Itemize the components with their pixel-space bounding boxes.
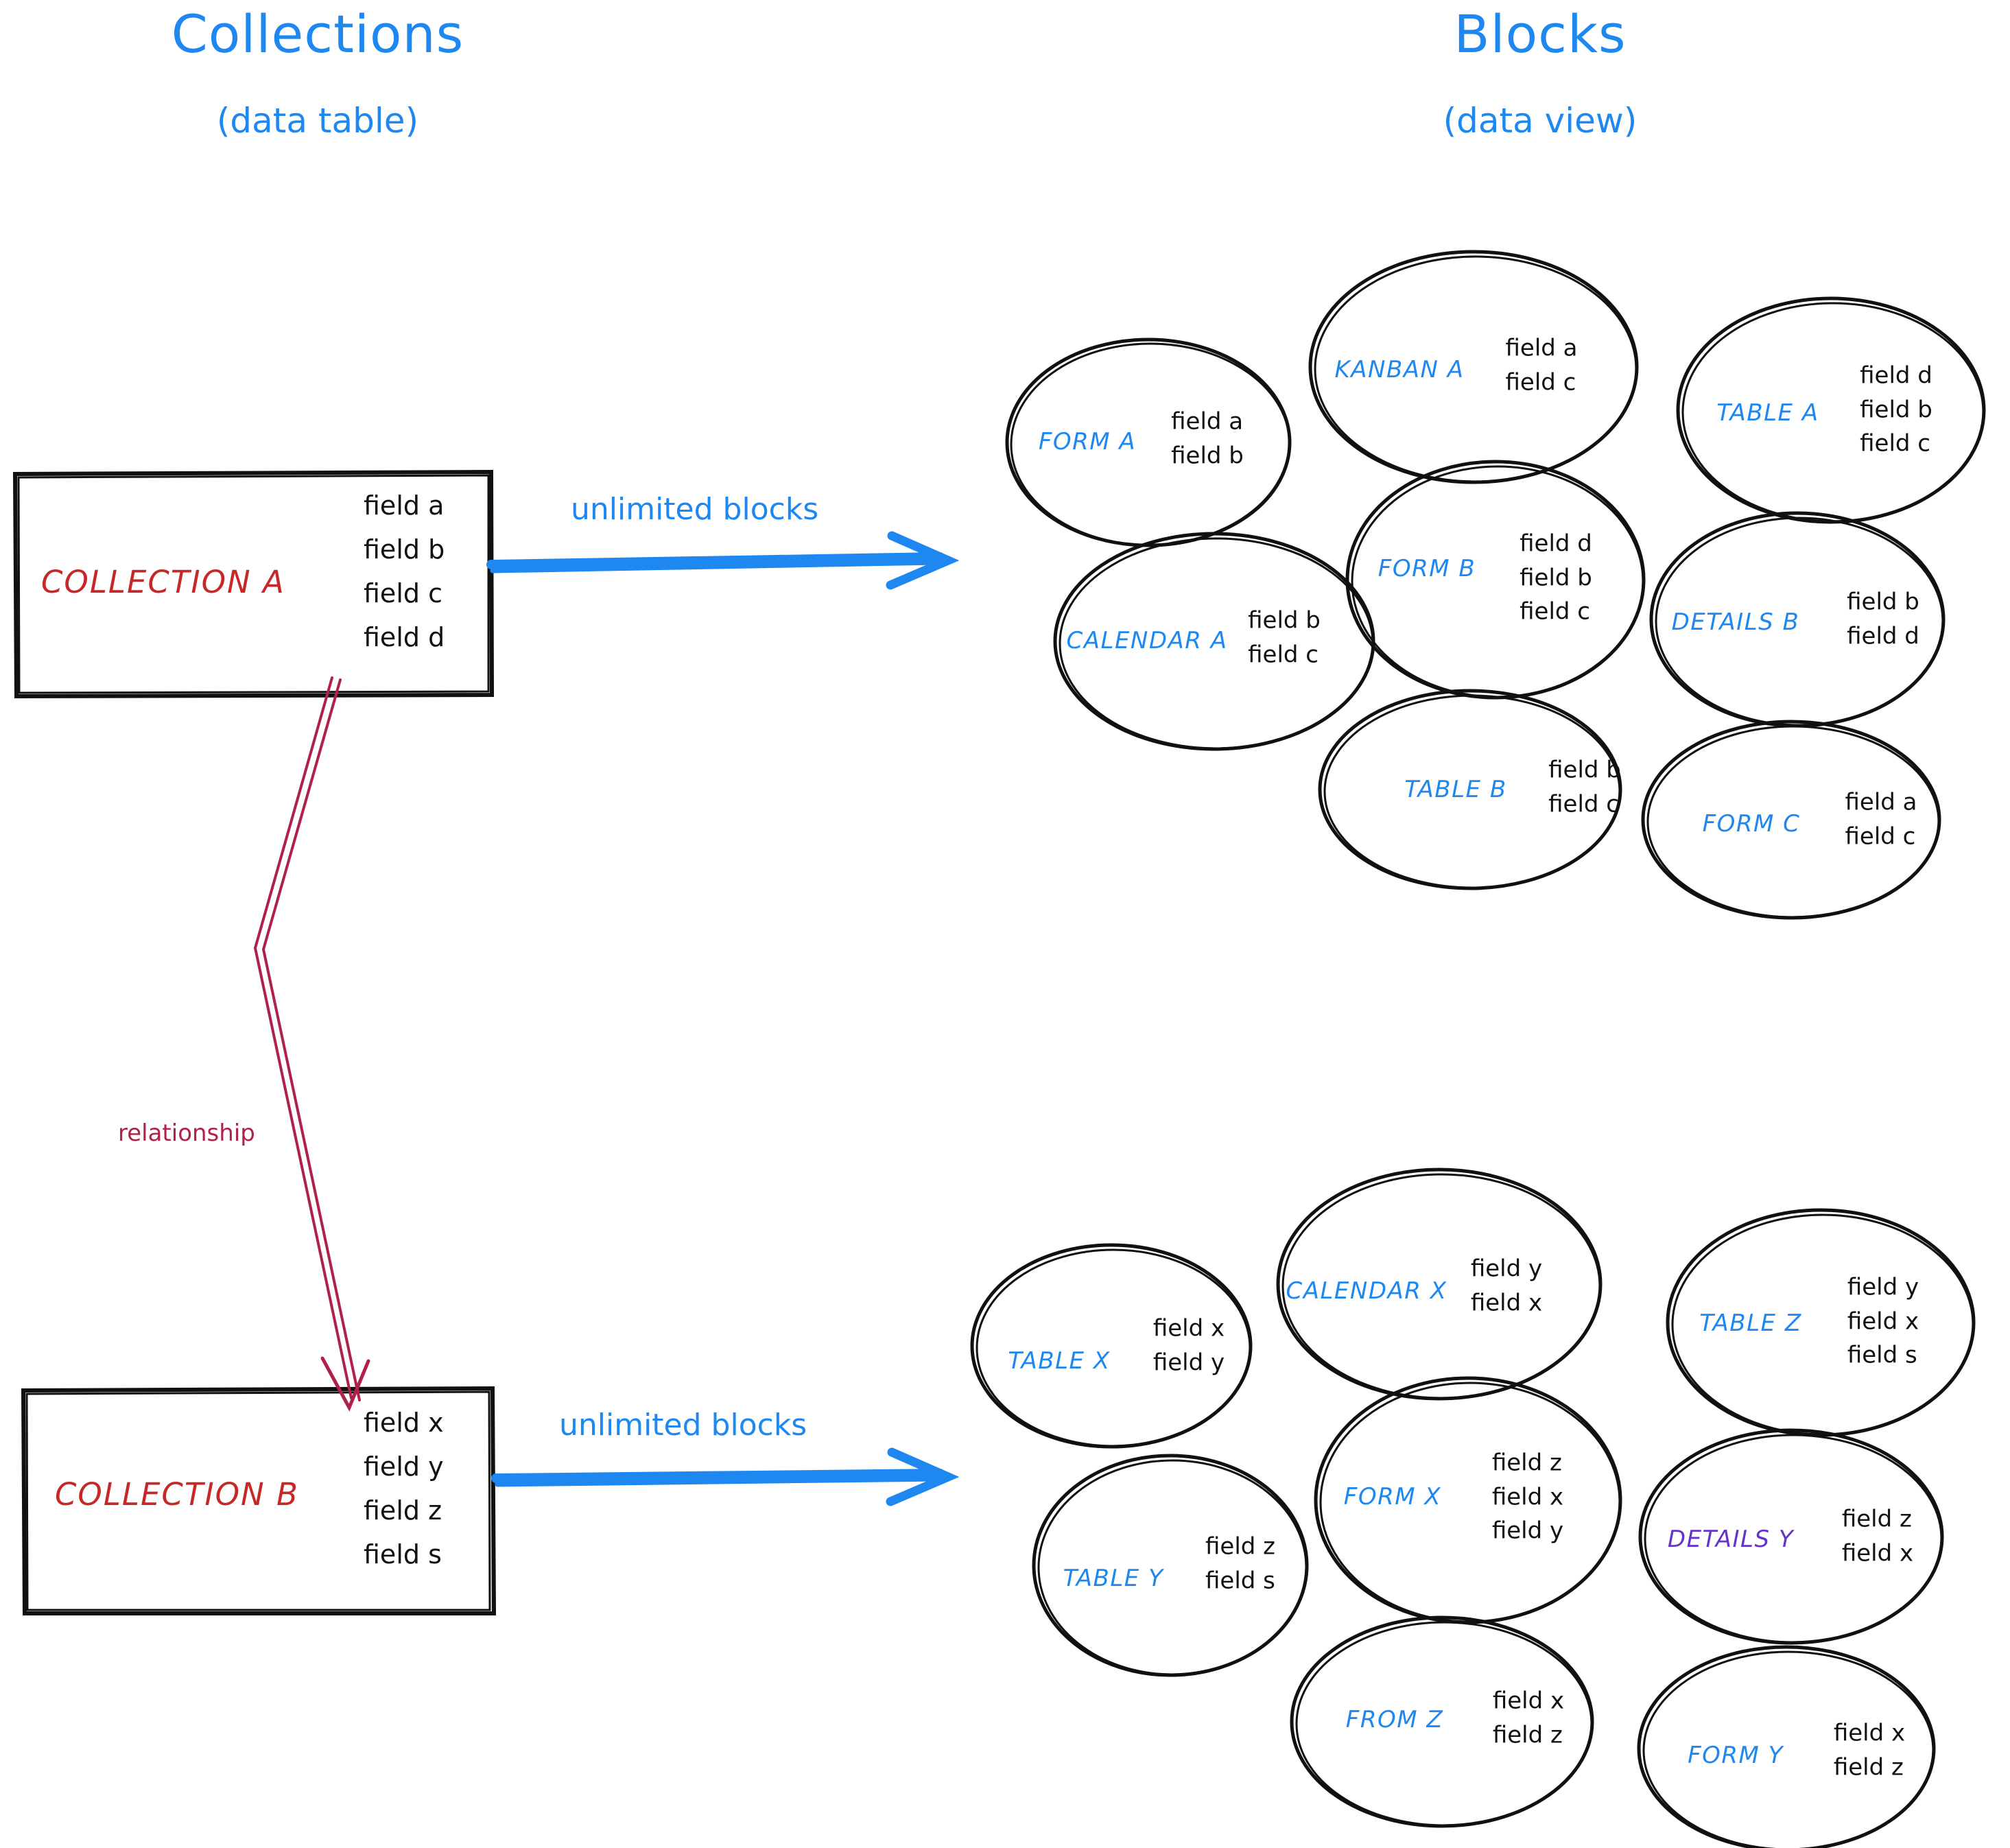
block-fields-form-y: field x field z	[1834, 1721, 1905, 1779]
block-field: field x	[1833, 1719, 1906, 1747]
block-field: field x	[1841, 1539, 1914, 1567]
block-name-from-z[interactable]: FROM Z	[1345, 1706, 1444, 1734]
block-fields-calendar-x: field y field x	[1471, 1257, 1542, 1315]
block-fields-calendar-a: field b field c	[1248, 608, 1321, 667]
block-name-details-y[interactable]: DETAILS Y	[1667, 1526, 1795, 1554]
block-field: field c	[1548, 790, 1619, 818]
block-field: field b	[1520, 564, 1592, 592]
block-name-calendar-x[interactable]: CALENDAR X	[1286, 1277, 1447, 1305]
collection-b-field: field y	[364, 1451, 444, 1482]
block-name-table-z[interactable]: TABLE Z	[1699, 1310, 1802, 1338]
block-field: field c	[1860, 429, 1930, 458]
block-field: field y	[1470, 1255, 1543, 1283]
block-fields-form-x: field z field x field y	[1492, 1451, 1563, 1543]
block-name-table-x[interactable]: TABLE X	[1008, 1347, 1111, 1375]
block-field: field z	[1492, 1721, 1563, 1749]
block-name-kanban-a[interactable]: KANBAN A	[1334, 356, 1465, 384]
block-field: field c	[1520, 597, 1590, 626]
block-fields-table-z: field y field x field s	[1847, 1275, 1919, 1368]
block-field: field x	[1492, 1687, 1565, 1715]
block-field: field c	[1505, 368, 1576, 396]
block-field: field d	[1520, 530, 1592, 558]
block-name-details-b[interactable]: DETAILS B	[1671, 608, 1800, 637]
block-field: field c	[1845, 822, 1916, 850]
block-name-calendar-a[interactable]: CALENDAR A	[1066, 627, 1228, 655]
block-field: field b	[1860, 396, 1932, 424]
unlimited-blocks-label-bottom: unlimited blocks	[559, 1408, 807, 1443]
block-fields-form-b: field d field b field c	[1520, 532, 1592, 624]
unlimited-blocks-arrow-top	[486, 531, 960, 590]
block-field: field y	[1491, 1517, 1564, 1545]
block-name-form-b[interactable]: FORM B	[1378, 555, 1476, 583]
block-field: field y	[1152, 1349, 1225, 1376]
block-fields-details-y: field z field x	[1842, 1507, 1913, 1565]
collection-a-fields: field a field b field c field d	[364, 490, 445, 668]
block-name-form-y[interactable]: FORM Y	[1688, 1742, 1784, 1770]
block-field: field z	[1833, 1753, 1904, 1781]
relationship-arrow	[253, 676, 370, 1412]
page-subtitle-collections: (data table)	[216, 101, 419, 141]
collection-a-field: field d	[364, 621, 445, 652]
block-field: field z	[1205, 1532, 1276, 1561]
block-field: field c	[1248, 641, 1319, 668]
collection-b-name: COLLECTION B	[55, 1476, 299, 1513]
block-field: field x	[1152, 1314, 1225, 1342]
block-fields-table-y: field z field s	[1205, 1535, 1275, 1593]
block-name-form-x[interactable]: FORM X	[1343, 1483, 1442, 1511]
collection-b-field: field z	[364, 1495, 442, 1526]
block-fields-details-b: field b field d	[1847, 590, 1919, 648]
block-field: field z	[1491, 1449, 1562, 1477]
block-field: field z	[1841, 1505, 1912, 1533]
block-fields-from-z: field x field z	[1493, 1689, 1564, 1747]
block-fields-table-a: field d field b field c	[1860, 364, 1932, 456]
block-name-table-y[interactable]: TABLE Y	[1063, 1565, 1164, 1593]
block-field: field a	[1171, 407, 1244, 436]
block-fields-form-a: field a field b	[1171, 410, 1244, 468]
collection-a-field: field c	[364, 578, 442, 608]
page-subtitle-blocks: (data view)	[1443, 101, 1637, 141]
block-field: field b	[1171, 442, 1244, 469]
block-field: field d	[1860, 362, 1932, 390]
block-field: field s	[1847, 1341, 1917, 1369]
block-fields-table-x: field x field y	[1153, 1316, 1225, 1375]
block-field: field b	[1847, 588, 1919, 616]
block-field: field a	[1845, 788, 1917, 816]
page-title-collections: Collections	[171, 3, 464, 64]
relationship-label: relationship	[118, 1120, 255, 1147]
unlimited-blocks-label-top: unlimited blocks	[571, 492, 819, 527]
block-field: field d	[1847, 622, 1919, 650]
block-name-form-a[interactable]: FORM A	[1038, 428, 1137, 456]
collection-a-name: COLLECTION A	[41, 564, 285, 600]
page-title-blocks: Blocks	[1454, 3, 1627, 64]
collection-b-field: field x	[364, 1408, 444, 1438]
blocks-top-ellipses	[1005, 250, 1986, 920]
block-field: field x	[1491, 1483, 1564, 1511]
unlimited-blocks-arrow-bottom	[491, 1447, 960, 1506]
block-field: field x	[1847, 1307, 1919, 1336]
block-name-table-b[interactable]: TABLE B	[1404, 776, 1507, 804]
block-field: field b	[1248, 606, 1321, 635]
block-field: field y	[1847, 1273, 1919, 1301]
block-field: field s	[1205, 1567, 1275, 1594]
collection-a-field: field b	[364, 534, 445, 565]
collection-a-field: field a	[364, 490, 445, 521]
block-fields-table-b: field b field c	[1548, 758, 1621, 816]
collection-b-field: field s	[364, 1539, 442, 1569]
block-field: field x	[1470, 1289, 1543, 1316]
block-field: field a	[1505, 334, 1578, 362]
collection-b-fields: field x field y field z field s	[364, 1408, 444, 1585]
block-name-table-a[interactable]: TABLE A	[1716, 399, 1819, 427]
block-fields-form-c: field a field c	[1845, 790, 1917, 849]
block-fields-kanban-a: field a field c	[1505, 336, 1577, 394]
block-field: field b	[1548, 756, 1621, 784]
block-name-form-c[interactable]: FORM C	[1702, 810, 1801, 838]
